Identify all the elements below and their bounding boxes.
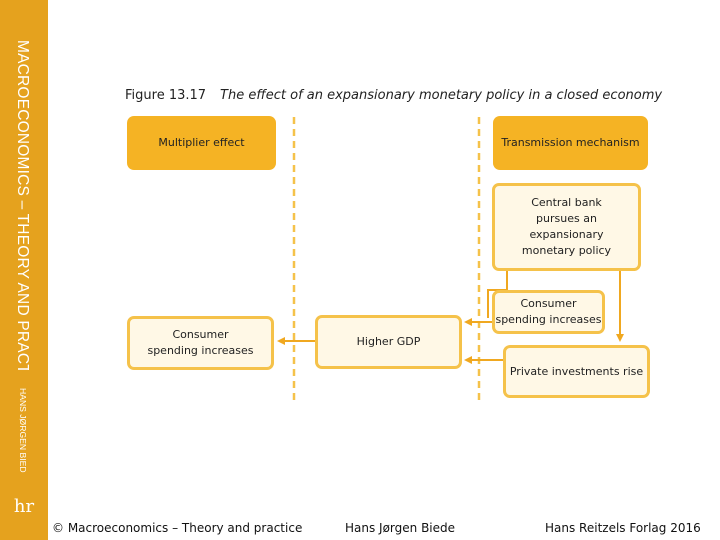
consumer-spending-right-box: Consumer spending increases — [492, 290, 605, 334]
footer-copyright: © Macroeconomics – Theory and practice — [52, 521, 303, 535]
central-bank-box: Central bank pursues an expansionary mon… — [492, 183, 641, 271]
footer-publisher: Hans Reitzels Forlag 2016 — [545, 521, 701, 535]
footer-author: Hans Jørgen Biede — [345, 521, 456, 535]
transmission-mechanism-header: Transmission mechanism — [493, 116, 648, 170]
figure-number: Figure 13.17 — [125, 88, 207, 103]
figure-title: Figure 13.17 The effect of an expansionar… — [125, 88, 662, 103]
multiplier-effect-header: Multiplier effect — [127, 116, 276, 170]
consumer-spending-left-box: Consumer spending increases — [127, 316, 274, 370]
private-investments-box: Private investments rise — [503, 345, 650, 398]
figure-caption: The effect of an expansionary monetary p… — [220, 88, 663, 103]
book-title-text: MACROECONOMICS – THEORY AND PRACTICE — [14, 40, 31, 370]
book-title-vertical: MACROECONOMICS – THEORY AND PRACTICE — [6, 40, 42, 370]
publisher-logo: hr — [13, 496, 35, 517]
author-vertical-text: HANS JØRGEN BIEDE — [18, 388, 28, 473]
higher-gdp-box: Higher GDP — [315, 315, 462, 369]
author-vertical: HANS JØRGEN BIEDE — [14, 388, 34, 473]
sidebar: MACROECONOMICS – THEORY AND PRACTICE HAN… — [0, 0, 48, 540]
